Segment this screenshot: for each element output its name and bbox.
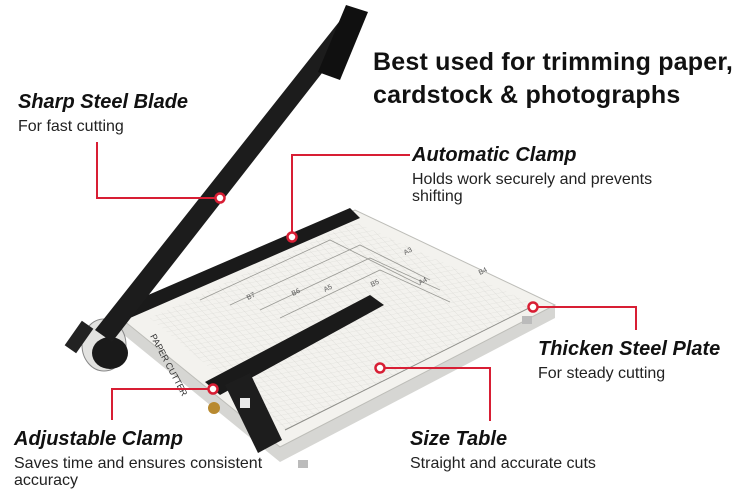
callout-title: Adjustable Clamp — [14, 428, 183, 450]
adjustable-clamp-bar — [205, 295, 384, 395]
label-b7: B7 — [246, 292, 257, 302]
label-a5: A5 — [323, 284, 334, 294]
callout-sharp-steel-blade: Sharp Steel Blade For fast cutting — [18, 90, 188, 135]
clamp-knob — [208, 402, 220, 414]
callout-desc: For steady cutting — [538, 365, 666, 382]
callout-desc: For fast cutting — [18, 118, 124, 135]
clamp-tag — [240, 398, 250, 408]
automatic-clamp-bar — [118, 208, 360, 318]
label-b6: B6 — [291, 288, 302, 298]
callout-title: Sharp Steel Blade — [18, 91, 189, 113]
callout-size-table: Size Table Straight and accurate cuts — [410, 427, 596, 472]
callout-dots — [207, 192, 539, 395]
leader-lines — [96, 142, 637, 421]
blade-arm — [95, 8, 365, 342]
base-side — [118, 305, 555, 462]
label-b4: B4 — [478, 267, 489, 277]
callout-title: Thicken Steel Plate — [538, 338, 721, 360]
foot — [522, 316, 532, 324]
callout-desc: Holds work securely and prevents shiftin… — [412, 171, 653, 205]
label-a4: A4 — [418, 277, 429, 287]
label-b5: B5 — [370, 279, 381, 289]
foot — [298, 460, 308, 468]
pivot-knob — [92, 337, 128, 369]
callout-thicken-steel-plate: Thicken Steel Plate For steady cutting — [538, 337, 720, 382]
label-a3: A3 — [403, 247, 414, 257]
callout-desc: Straight and accurate cuts — [410, 455, 596, 472]
blade-end — [64, 320, 94, 354]
headline-line-2: cardstock & photographs — [373, 81, 681, 109]
size-guides — [199, 239, 451, 319]
adjustable-clamp-guide — [225, 373, 282, 453]
headline: Best used for trimming paper, cardstock … — [373, 46, 743, 112]
callout-adjustable-clamp: Adjustable Clamp Saves time and ensures … — [14, 427, 274, 489]
callout-title: Size Table — [410, 428, 508, 450]
headline-line-1: Best used for trimming paper, — [373, 48, 734, 76]
handle-grip — [318, 5, 368, 80]
callout-title: Automatic Clamp — [412, 144, 577, 166]
callout-automatic-clamp: Automatic Clamp Holds work securely and … — [412, 143, 662, 205]
callout-desc: Saves time and ensures consistent accura… — [14, 455, 263, 489]
